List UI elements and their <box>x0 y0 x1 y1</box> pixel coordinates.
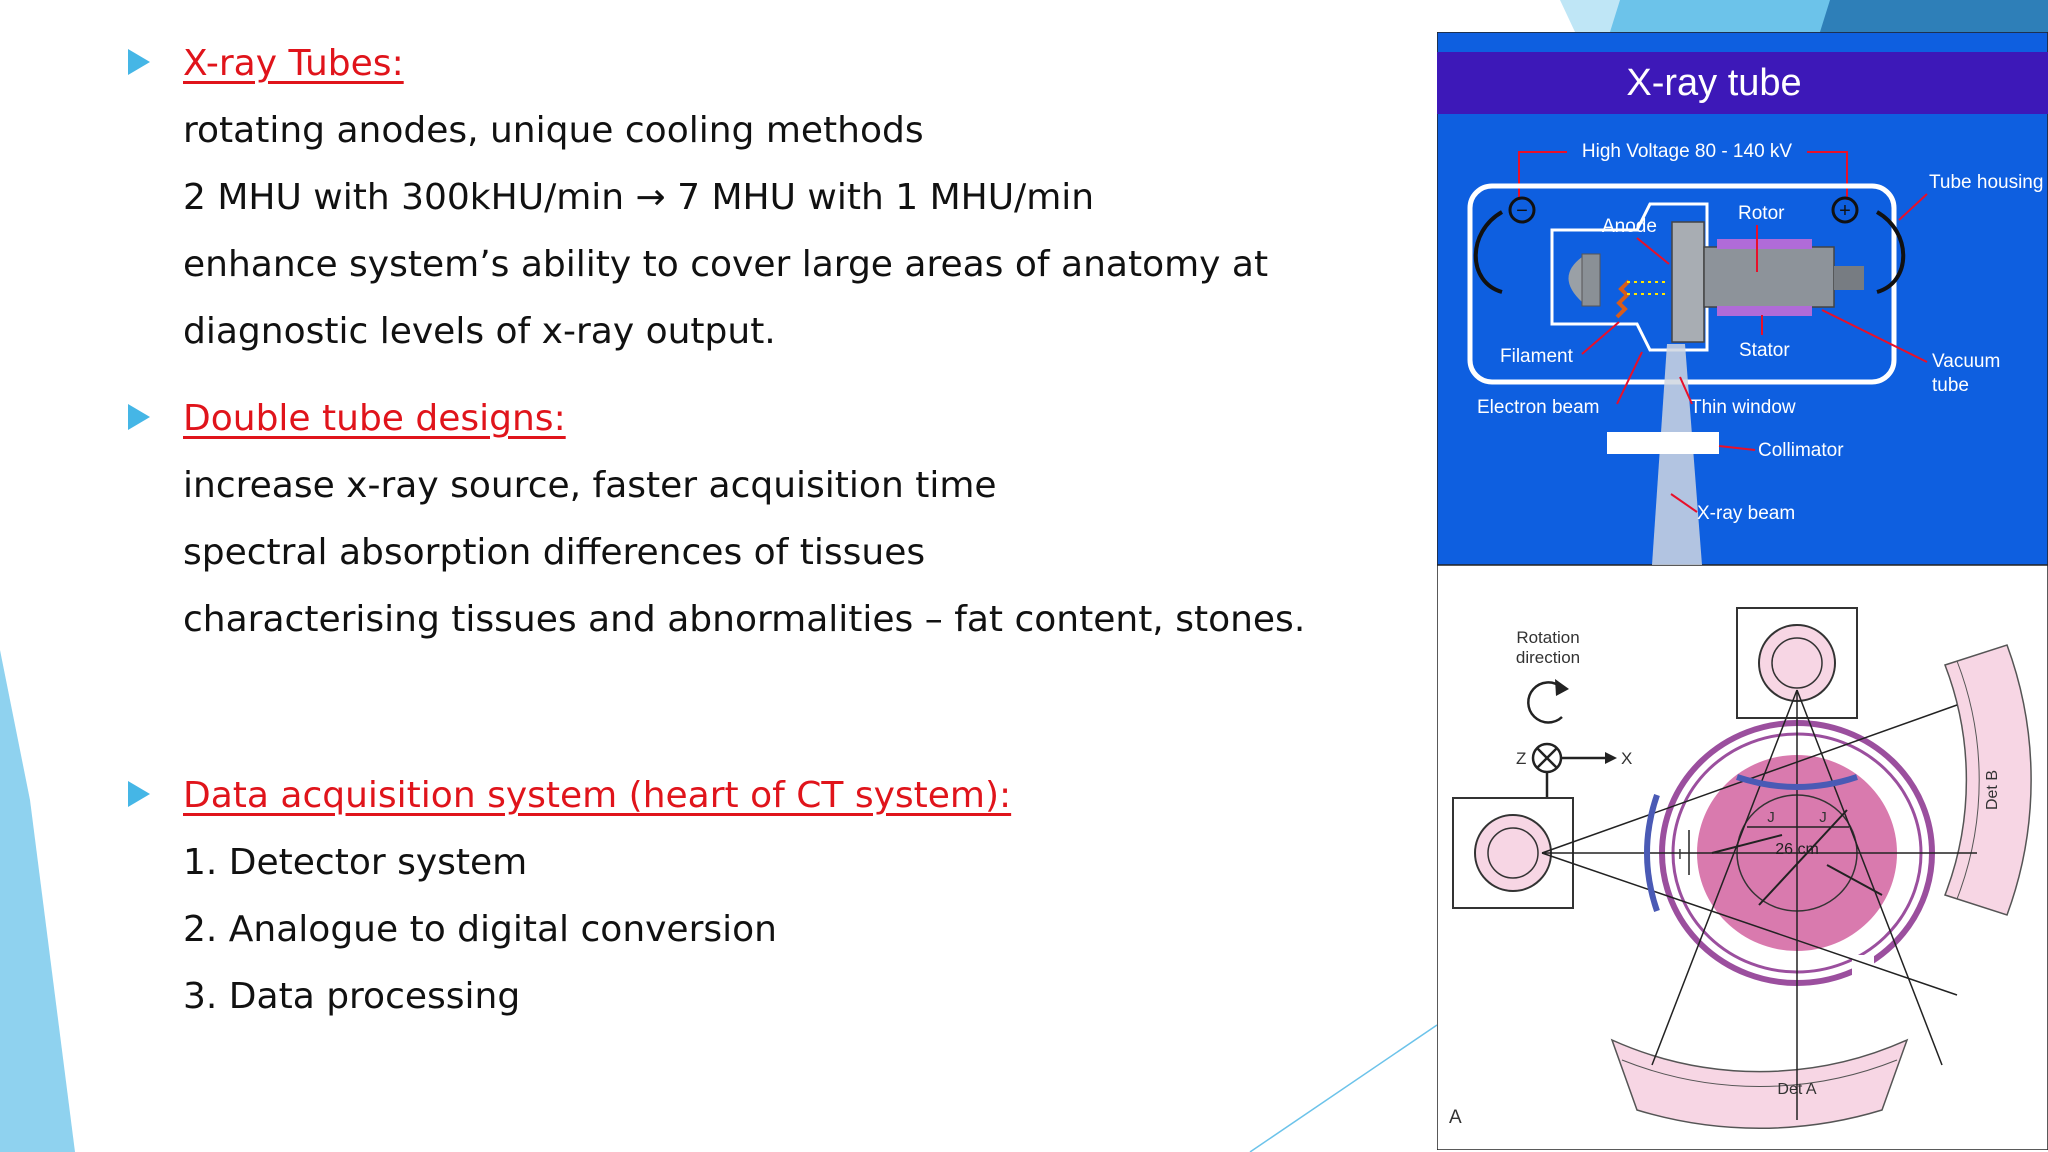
title-bar <box>1437 52 2048 114</box>
section-heading-double-tube: Double tube designs: <box>183 398 566 439</box>
det-b-label: Det B <box>1984 770 2001 810</box>
plus-sign: + <box>1839 200 1851 222</box>
rotor-label: Rotor <box>1738 203 1785 224</box>
dim-j-right-label: J <box>1819 809 1827 826</box>
fan-beam-b-bottom <box>1541 852 1958 996</box>
stator-coil-bottom <box>1717 306 1812 316</box>
rotation-arrow-icon <box>1527 681 1563 724</box>
beam-filter-arc-top <box>1736 774 1858 790</box>
terminal-plus-icon <box>1831 196 1859 224</box>
anode-disk <box>1671 221 1705 343</box>
pointer-line <box>1679 376 1693 405</box>
body-line: increase x-ray source, faster acquisitio… <box>183 465 997 506</box>
cathode <box>1581 253 1601 307</box>
diagonal-accent-line <box>1249 1024 1438 1152</box>
radius-arrow <box>1711 834 1783 854</box>
z-axis-label: Z <box>1516 749 1526 768</box>
body-line: diagnostic levels of x-ray output. <box>183 311 776 352</box>
pointer-line <box>1898 193 1928 221</box>
pointer-line <box>1581 321 1620 355</box>
terminal-minus-icon <box>1508 196 1536 224</box>
body-line: 1. Detector system <box>183 842 528 883</box>
top-accent-mid <box>1610 0 1850 32</box>
radius-arrow <box>1826 864 1883 896</box>
pointer-line <box>1670 493 1698 513</box>
collimator <box>1607 432 1719 454</box>
x-axis-label: X <box>1621 749 1632 768</box>
thin-window-label: Thin window <box>1690 397 1796 418</box>
beam-filter-arc-left <box>1644 794 1660 912</box>
body-line: 2 MHU with 300kHU/min → 7 MHU with 1 MHU… <box>183 177 1095 218</box>
xray-beam-cone <box>1652 344 1702 565</box>
body-line: rotating anodes, unique cooling methods <box>183 110 924 151</box>
tube-housing-label: Tube housing <box>1929 172 2043 193</box>
section-heading-xray-tubes: X-ray Tubes: <box>183 43 404 84</box>
dim-i-label: I <box>1678 846 1682 863</box>
top-accent-dark <box>1820 0 2048 32</box>
detector-a <box>1610 1038 1909 1129</box>
vacuum-tube <box>1550 202 1709 352</box>
body-line: 3. Data processing <box>183 976 521 1017</box>
z-axis-cross <box>1536 747 1558 769</box>
detector-b-inner-line <box>1956 660 1980 900</box>
left-accent <box>0 650 75 1152</box>
stator-coil-top <box>1717 239 1812 249</box>
collimator-label: Collimator <box>1758 440 1844 461</box>
ct-geometry-figure: Rotation direction Z X y Det B Det A <box>1437 565 2048 1150</box>
x-axis-arrowhead <box>1605 752 1617 764</box>
body-line: enhance system’s ability to cover large … <box>183 244 1269 285</box>
bullet-arrow-icon <box>128 404 150 430</box>
rotation-label-1: Rotation <box>1516 628 1579 647</box>
vacuum-tube-label-1: Vacuum <box>1932 351 2000 372</box>
fan-beam-a-right <box>1796 689 1943 1066</box>
filament-coil <box>1615 279 1631 319</box>
rotation-label-2: direction <box>1516 648 1580 667</box>
cathode-cup <box>1568 257 1582 302</box>
filament-label: Filament <box>1500 346 1574 367</box>
pointer-line <box>1718 445 1756 451</box>
body-line: 2. Analogue to digital conversion <box>183 909 777 950</box>
vacuum-tube-label-2: tube <box>1932 375 1969 396</box>
diameter-arrow <box>1758 809 1848 906</box>
figure-title: X-ray tube <box>1626 62 1801 104</box>
electron-beam-label: Electron beam <box>1477 397 1600 418</box>
rotor <box>1703 246 1835 308</box>
field-size-label: 26 cm <box>1775 841 1819 858</box>
rotation-arrowhead <box>1555 679 1569 696</box>
content-text-block: X-ray Tubes: rotating anodes, unique coo… <box>128 43 1306 1017</box>
tube-a-inner-icon <box>1771 637 1823 689</box>
body-line: characterising tissues and abnormalities… <box>183 599 1306 640</box>
cable-left <box>1473 210 1504 294</box>
rotor-shaft <box>1834 266 1864 290</box>
anode-label: Anode <box>1602 216 1657 237</box>
dim-j-left-label: J <box>1767 809 1775 826</box>
xray-beam-label: X-ray beam <box>1697 503 1795 524</box>
pointer-line <box>1616 351 1643 405</box>
pointer-line <box>1821 309 1928 363</box>
pointer-line <box>1636 237 1670 265</box>
bullet-arrow-icon <box>128 781 150 807</box>
tube-b-inner-icon <box>1487 827 1539 879</box>
cable-right <box>1875 210 1906 294</box>
detector-b <box>1944 644 2032 916</box>
panel-letter-label: A <box>1449 1107 1462 1128</box>
minus-sign: − <box>1516 200 1528 222</box>
fan-beam-a-left <box>1651 689 1798 1066</box>
detector-a-inner-line <box>1621 1059 1898 1087</box>
bullet-arrow-icon <box>128 49 150 75</box>
stator-label: Stator <box>1739 340 1790 361</box>
section-heading-data-acquisition: Data acquisition system (heart of CT sys… <box>183 775 1012 816</box>
body-line: spectral absorption differences of tissu… <box>183 532 926 573</box>
xray-tube-figure: X-ray tube High Voltage 80 - 140 kV − + <box>1437 32 2048 565</box>
high-voltage-label: High Voltage 80 - 140 kV <box>1582 141 1793 162</box>
